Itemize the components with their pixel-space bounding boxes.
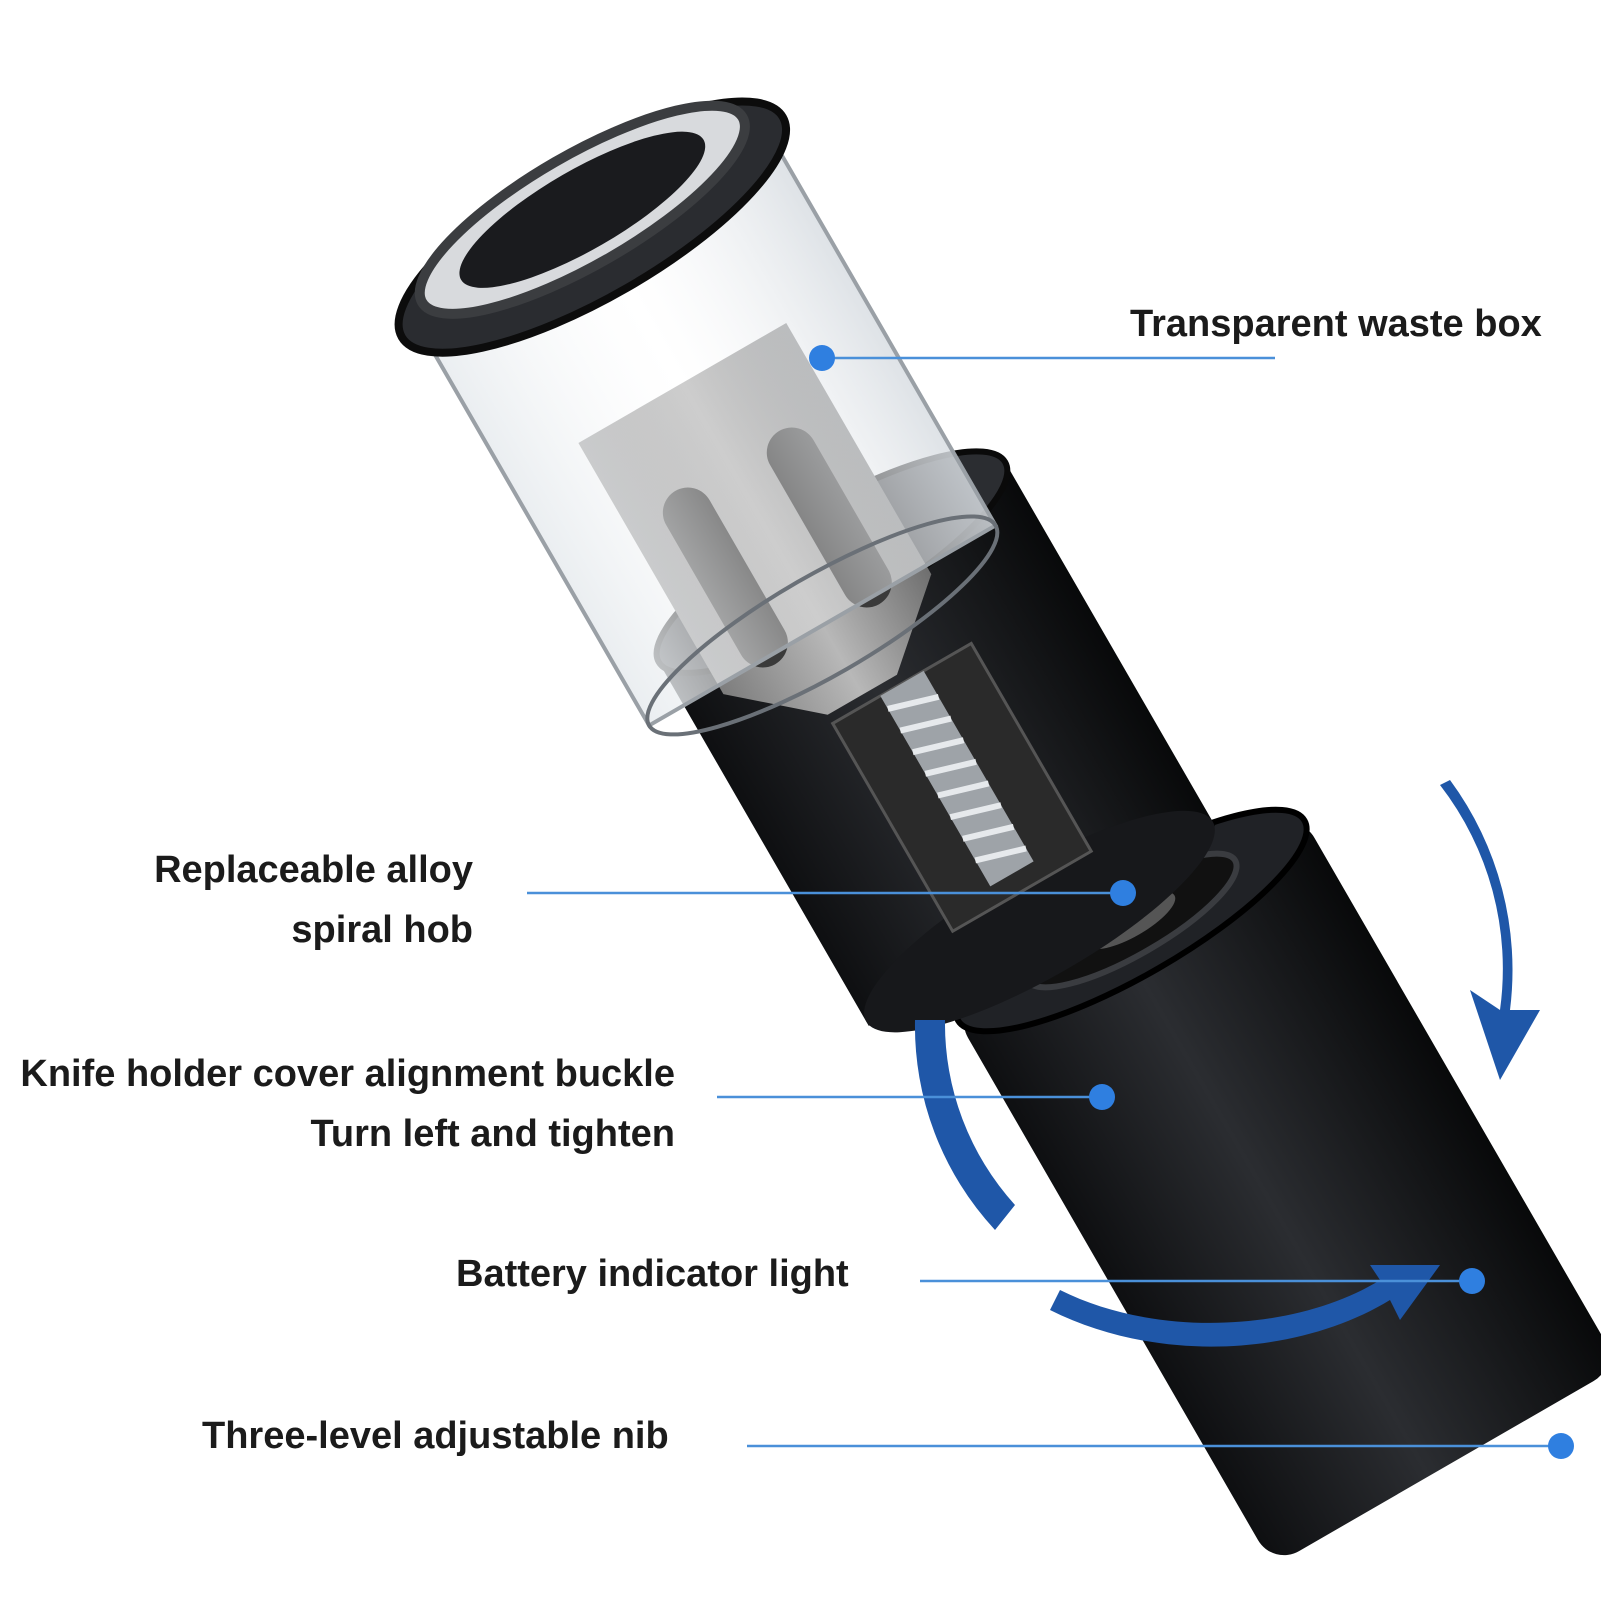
label-alignment-buckle: Knife holder cover alignment buckle Turn… xyxy=(20,1052,675,1156)
label-adjustable-nib-line1: Three-level adjustable nib xyxy=(202,1415,669,1457)
leader-lines xyxy=(527,356,1560,1448)
dot-waste-box xyxy=(809,345,835,371)
dot-spiral-hob xyxy=(1110,880,1136,906)
label-battery-light: Battery indicator light xyxy=(456,1252,849,1296)
rotation-arrow-right-icon xyxy=(1440,780,1540,1080)
lower-housing xyxy=(964,822,1601,1556)
label-waste-box: Transparent waste box xyxy=(1130,302,1542,346)
label-waste-box-line1: Transparent waste box xyxy=(1130,303,1542,345)
spiral-hob-blade xyxy=(880,670,1034,887)
rotation-arrow-bottom-icon xyxy=(1050,1265,1440,1347)
label-alignment-buckle-line1: Knife holder cover alignment buckle xyxy=(20,1053,675,1095)
device-body xyxy=(394,97,1601,1556)
dot-adjustable-nib xyxy=(1548,1433,1574,1459)
label-spiral-hob: Replaceable alloy spiral hob xyxy=(154,848,473,952)
dot-alignment-buckle xyxy=(1089,1084,1115,1110)
label-adjustable-nib: Three-level adjustable nib xyxy=(202,1414,669,1458)
middle-housing-bottom xyxy=(864,810,1215,1033)
label-spiral-hob-line2: spiral hob xyxy=(291,909,473,951)
pencil-entry xyxy=(459,131,706,288)
dot-battery-light xyxy=(1459,1268,1485,1294)
leader-dots xyxy=(809,345,1574,1459)
rotation-arrow-left-icon xyxy=(914,1020,1015,1230)
label-alignment-buckle-line2: Turn left and tighten xyxy=(310,1113,675,1155)
label-spiral-hob-line1: Replaceable alloy xyxy=(154,849,473,891)
label-battery-light-line1: Battery indicator light xyxy=(456,1253,849,1295)
waste-box-bottom-edge xyxy=(645,514,1000,737)
